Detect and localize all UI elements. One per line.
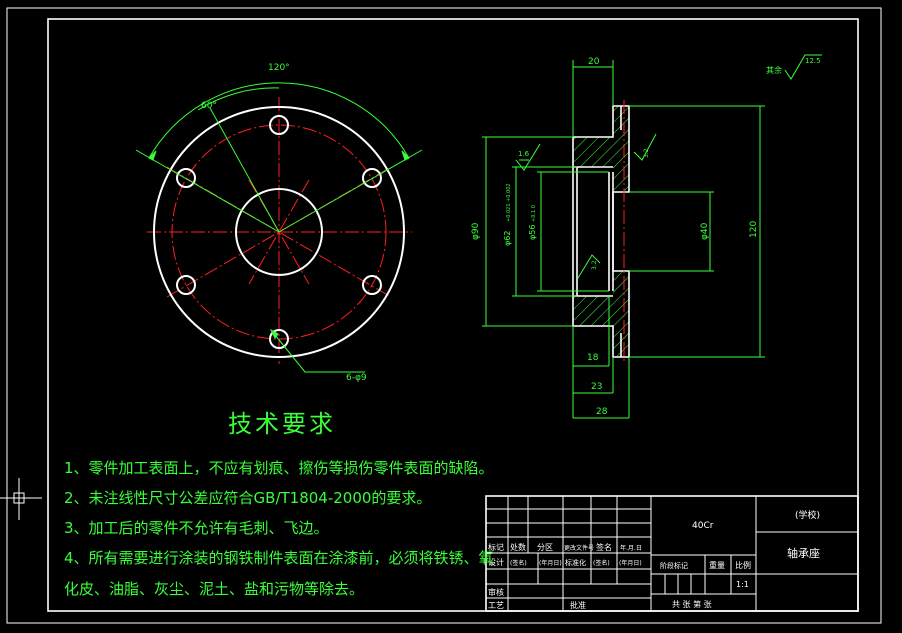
count-label: 处数 [510, 542, 526, 552]
mark-label: 标记 [488, 542, 504, 552]
bolt-hole [269, 115, 289, 135]
roughness-32b-label: 3.2 [591, 260, 598, 270]
requirements-title: 技术要求 [228, 410, 336, 438]
outer-circle [153, 106, 405, 358]
section-view: 20 18 23 28 φ90 φ62 +0.021 +0.002 φ56 +0… [471, 54, 822, 419]
signature-label: 签名 [596, 542, 612, 552]
section-dimensions [482, 54, 822, 419]
dim-28-label: 28 [596, 407, 608, 417]
bolt-hole [362, 168, 382, 188]
title-block-text: 40Cr (学校) 轴承座 标记 处数 分区 更改文件号 签名 年.月.日 设计… [488, 509, 820, 610]
approve-label: 批准 [570, 600, 586, 610]
scale-value-label: 1:1 [736, 580, 749, 589]
bolt-hole [176, 275, 196, 295]
title-block [485, 495, 859, 612]
scale-label: 比例 [735, 560, 751, 570]
dim-18-label: 18 [587, 353, 599, 363]
change-doc-label: 更改文件号 [564, 544, 594, 552]
dim-40-label: φ40 [700, 222, 710, 240]
dim-120-label: 120 [749, 221, 759, 238]
center-lines [147, 97, 412, 364]
sheets-label: 共 张 第 张 [672, 599, 712, 609]
bolt-hole [176, 168, 196, 188]
dim-62-tol-label: +0.021 +0.002 [506, 183, 512, 222]
roughness-rest-label: 其余 [766, 65, 782, 75]
bolt-hole [362, 275, 382, 295]
angle-60-label: 60° [201, 101, 217, 111]
dim-62-label: φ62 [503, 231, 512, 246]
bolt-hole [269, 329, 289, 349]
weight-label: 重量 [709, 560, 725, 570]
drawing-frame [6, 7, 882, 624]
dim-90-label: φ90 [471, 222, 481, 240]
date-format-label: 年.月.日 [620, 544, 642, 552]
requirement-line: 1、零件加工表面上，不应有划痕、擦伤等损伤零件表面的缺陷。 [64, 459, 494, 477]
design-label: 设计 [488, 557, 504, 567]
roughness-16-label: 1.6 [518, 150, 530, 158]
zone-label: 分区 [537, 543, 553, 552]
material-label: 40Cr [692, 521, 714, 531]
signature-paren-label-2: (签名) [593, 559, 610, 567]
dim-56-tol-label: +0.1 0 [531, 205, 537, 222]
front-view: 120° 60° 6-φ9 [135, 63, 423, 383]
requirement-line: 4、所有需要进行涂装的钢铁制件表面在涂漆前，必须将铁锈、氧 [64, 549, 494, 567]
requirement-line: 3、加工后的零件不允许有毛刺、飞边。 [64, 519, 329, 537]
date-paren-label-2: (年月日) [619, 559, 642, 567]
requirement-line: 2、未注线性尺寸公差应符合GB/T1804-2000的要求。 [64, 489, 432, 507]
school-label: (学校) [795, 509, 820, 521]
bore-circle [235, 188, 323, 276]
date-paren-label: (年月日) [539, 559, 562, 567]
hole-callout-label: 6-φ9 [346, 373, 367, 383]
dim-23-label: 23 [591, 382, 602, 392]
dim-56-label: φ56 [528, 225, 537, 240]
hatch-regions [573, 106, 629, 357]
roughness-32a-label: 3.2 [643, 148, 650, 158]
angle-dimensions [135, 82, 423, 373]
standardize-label: 标准化 [565, 558, 586, 567]
stage-mark-label: 阶段标记 [660, 561, 688, 570]
crosshair-cursor [0, 478, 42, 520]
review-label: 审核 [488, 587, 504, 597]
angle-120-label: 120° [268, 63, 290, 73]
part-name-label: 轴承座 [787, 546, 820, 560]
dim-20-label: 20 [588, 57, 600, 67]
roughness-125-label: 12.5 [805, 57, 821, 65]
process-label: 工艺 [488, 601, 504, 610]
bolt-holes [176, 115, 382, 349]
signature-paren-label: (签名) [510, 559, 527, 567]
requirement-line: 化皮、油脂、灰尘、泥土、盐和污物等除去。 [64, 580, 365, 598]
